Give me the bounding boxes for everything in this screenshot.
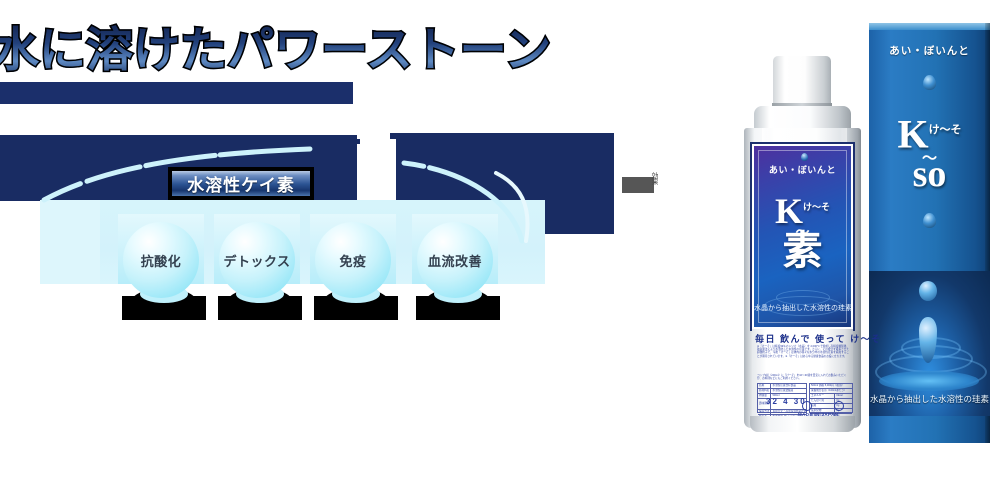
gray-badge-label: 効果 — [651, 172, 658, 184]
navy-notch-b — [351, 150, 357, 155]
navy-notch-a — [351, 139, 360, 144]
product-box: あい・ぼいんと Kけ〜そ 〜 so 水晶から抽出した水溶性の珪素 — [869, 23, 990, 443]
benefit-label-0: 抗酸化 — [140, 253, 182, 269]
water-drop-icon-bottom — [923, 213, 936, 228]
benefit-circle-2[interactable]: 免疫 — [315, 222, 391, 298]
white-label-fine-print: ※「けーそ」は純度99％のシリカ（水晶）を 2,000℃で焼成し高純度精製後、独… — [757, 345, 849, 358]
spec-row: 賞味期限 — [758, 399, 806, 410]
white-label-heading: 毎日 飲んで 使って け〜そ — [755, 334, 882, 344]
splash-crown — [879, 371, 979, 391]
label-ripple-2 — [775, 290, 830, 305]
bottle-base — [750, 416, 855, 432]
product-box-k: Kけ〜そ — [869, 113, 990, 154]
benefit-shadow-3 — [416, 285, 500, 320]
navy-panel-right-tab — [390, 133, 400, 139]
label-tilde: 〜 — [795, 224, 810, 240]
product-box-tilde: 〜 — [921, 150, 937, 167]
label-tagline: 水晶から抽出した水溶性の珪素 — [754, 305, 852, 312]
benefit-label-1: デトックス — [223, 253, 291, 269]
navy-notch-c — [351, 160, 356, 169]
benefit-shadow-1 — [218, 285, 302, 320]
benefit-circle-0[interactable]: 抗酸化 — [123, 222, 199, 298]
product-box-k-ruby: け〜そ — [928, 124, 962, 136]
bottle-cap-seal — [772, 103, 832, 107]
recycle-mark-pet — [802, 401, 812, 411]
label-brand: あい・ぼいんと — [768, 165, 837, 175]
label-k: Kけ〜そ — [754, 190, 851, 231]
spec-row: 原材料名水溶性珪素濃縮液 — [758, 389, 806, 394]
product-box-right-edge — [985, 23, 990, 443]
product-box-so: so — [912, 153, 947, 195]
benefit-shadow-0 — [122, 285, 206, 320]
splash-droplet-top — [919, 281, 937, 301]
label-su: 素 — [782, 229, 823, 273]
nutrition-head: 500ml 価格 5,000円（税別） — [810, 384, 852, 389]
bottle-neck — [754, 106, 851, 132]
product-box-top-bevel — [869, 23, 990, 30]
label-k-letter: K — [774, 191, 803, 231]
reflection-fade-mask — [700, 443, 1000, 500]
label-k-ruby: け〜そ — [803, 202, 831, 212]
recycle-mark-paper — [834, 401, 844, 411]
subtitle-bar — [0, 82, 353, 104]
benefit-label-3: 血流改善 — [427, 253, 482, 269]
bottle-label-blue: あい・ぼいんと Kけ〜そ 〜 素 水晶から抽出した水溶性の珪素 — [752, 144, 853, 329]
product-box-k-letter: K — [897, 111, 929, 157]
benefit-label-2: 免疫 — [339, 253, 367, 269]
expiry-date-value: 32 4 30 — [766, 397, 807, 406]
gray-badge — [622, 177, 654, 193]
water-drop-icon-top — [923, 75, 936, 90]
bottle-label-white: 毎日 飲んで 使って け〜そ ※「けーそ」は純度99％のシリカ（水晶）を 2,0… — [752, 329, 882, 419]
made-in-label: MADE IN JAPAN — [798, 412, 839, 417]
water-splash-photo — [869, 271, 990, 416]
product-group: あい・ぼいんと Kけ〜そ 〜 so 水晶から抽出した水溶性の珪素 — [700, 0, 1000, 500]
page-title: 水に溶けたパワーストーン — [0, 22, 553, 78]
benefit-circle-3[interactable]: 血流改善 — [417, 222, 493, 298]
splash-droplet-column — [919, 317, 937, 363]
product-box-caption: 水晶から抽出した水溶性の珪素 — [869, 394, 989, 404]
benefit-shadow-2 — [314, 285, 398, 320]
label-inner-border — [758, 150, 847, 323]
soluble-silicon-label: 水溶性ケイ素 — [187, 176, 295, 195]
benefit-circle-1[interactable]: デトックス — [219, 222, 295, 298]
product-bottle: あい・ぼいんと Kけ〜そ 〜 素 水晶から抽出した水溶性の珪素 毎日 飲んで 使… — [736, 56, 882, 444]
spec-table-right: 500ml 価格 5,000円（税別） 栄養成分表示（100mlあたり） エネル… — [809, 383, 853, 418]
subtitle-bar-tick — [347, 86, 353, 100]
spec-row: 名称水溶性珪素含有食品 — [758, 384, 806, 389]
product-box-brand: あい・ぼいんと — [889, 45, 970, 57]
page-title-gradient-overlay: 水に溶けたパワーストーン — [0, 22, 551, 78]
bottle-cap — [773, 56, 831, 106]
nutrition-sub: 栄養成分表示（100mlあたり） — [810, 389, 852, 394]
white-label-fine-print-2: コップ1杯（200ml）に「けーそ」を10〜30滴を目安に入れてお飲みいただくか… — [757, 374, 847, 381]
expiry-date-stamp: 32 4 30 — [766, 397, 807, 406]
headline-block: 水に溶けたパワーストーン 水に溶けたパワーストーン — [0, 22, 553, 78]
label-water-drop-icon — [801, 153, 808, 161]
benefits-panel-left-cap — [40, 200, 100, 284]
soluble-silicon-badge[interactable]: 水溶性ケイ素 — [168, 167, 314, 200]
